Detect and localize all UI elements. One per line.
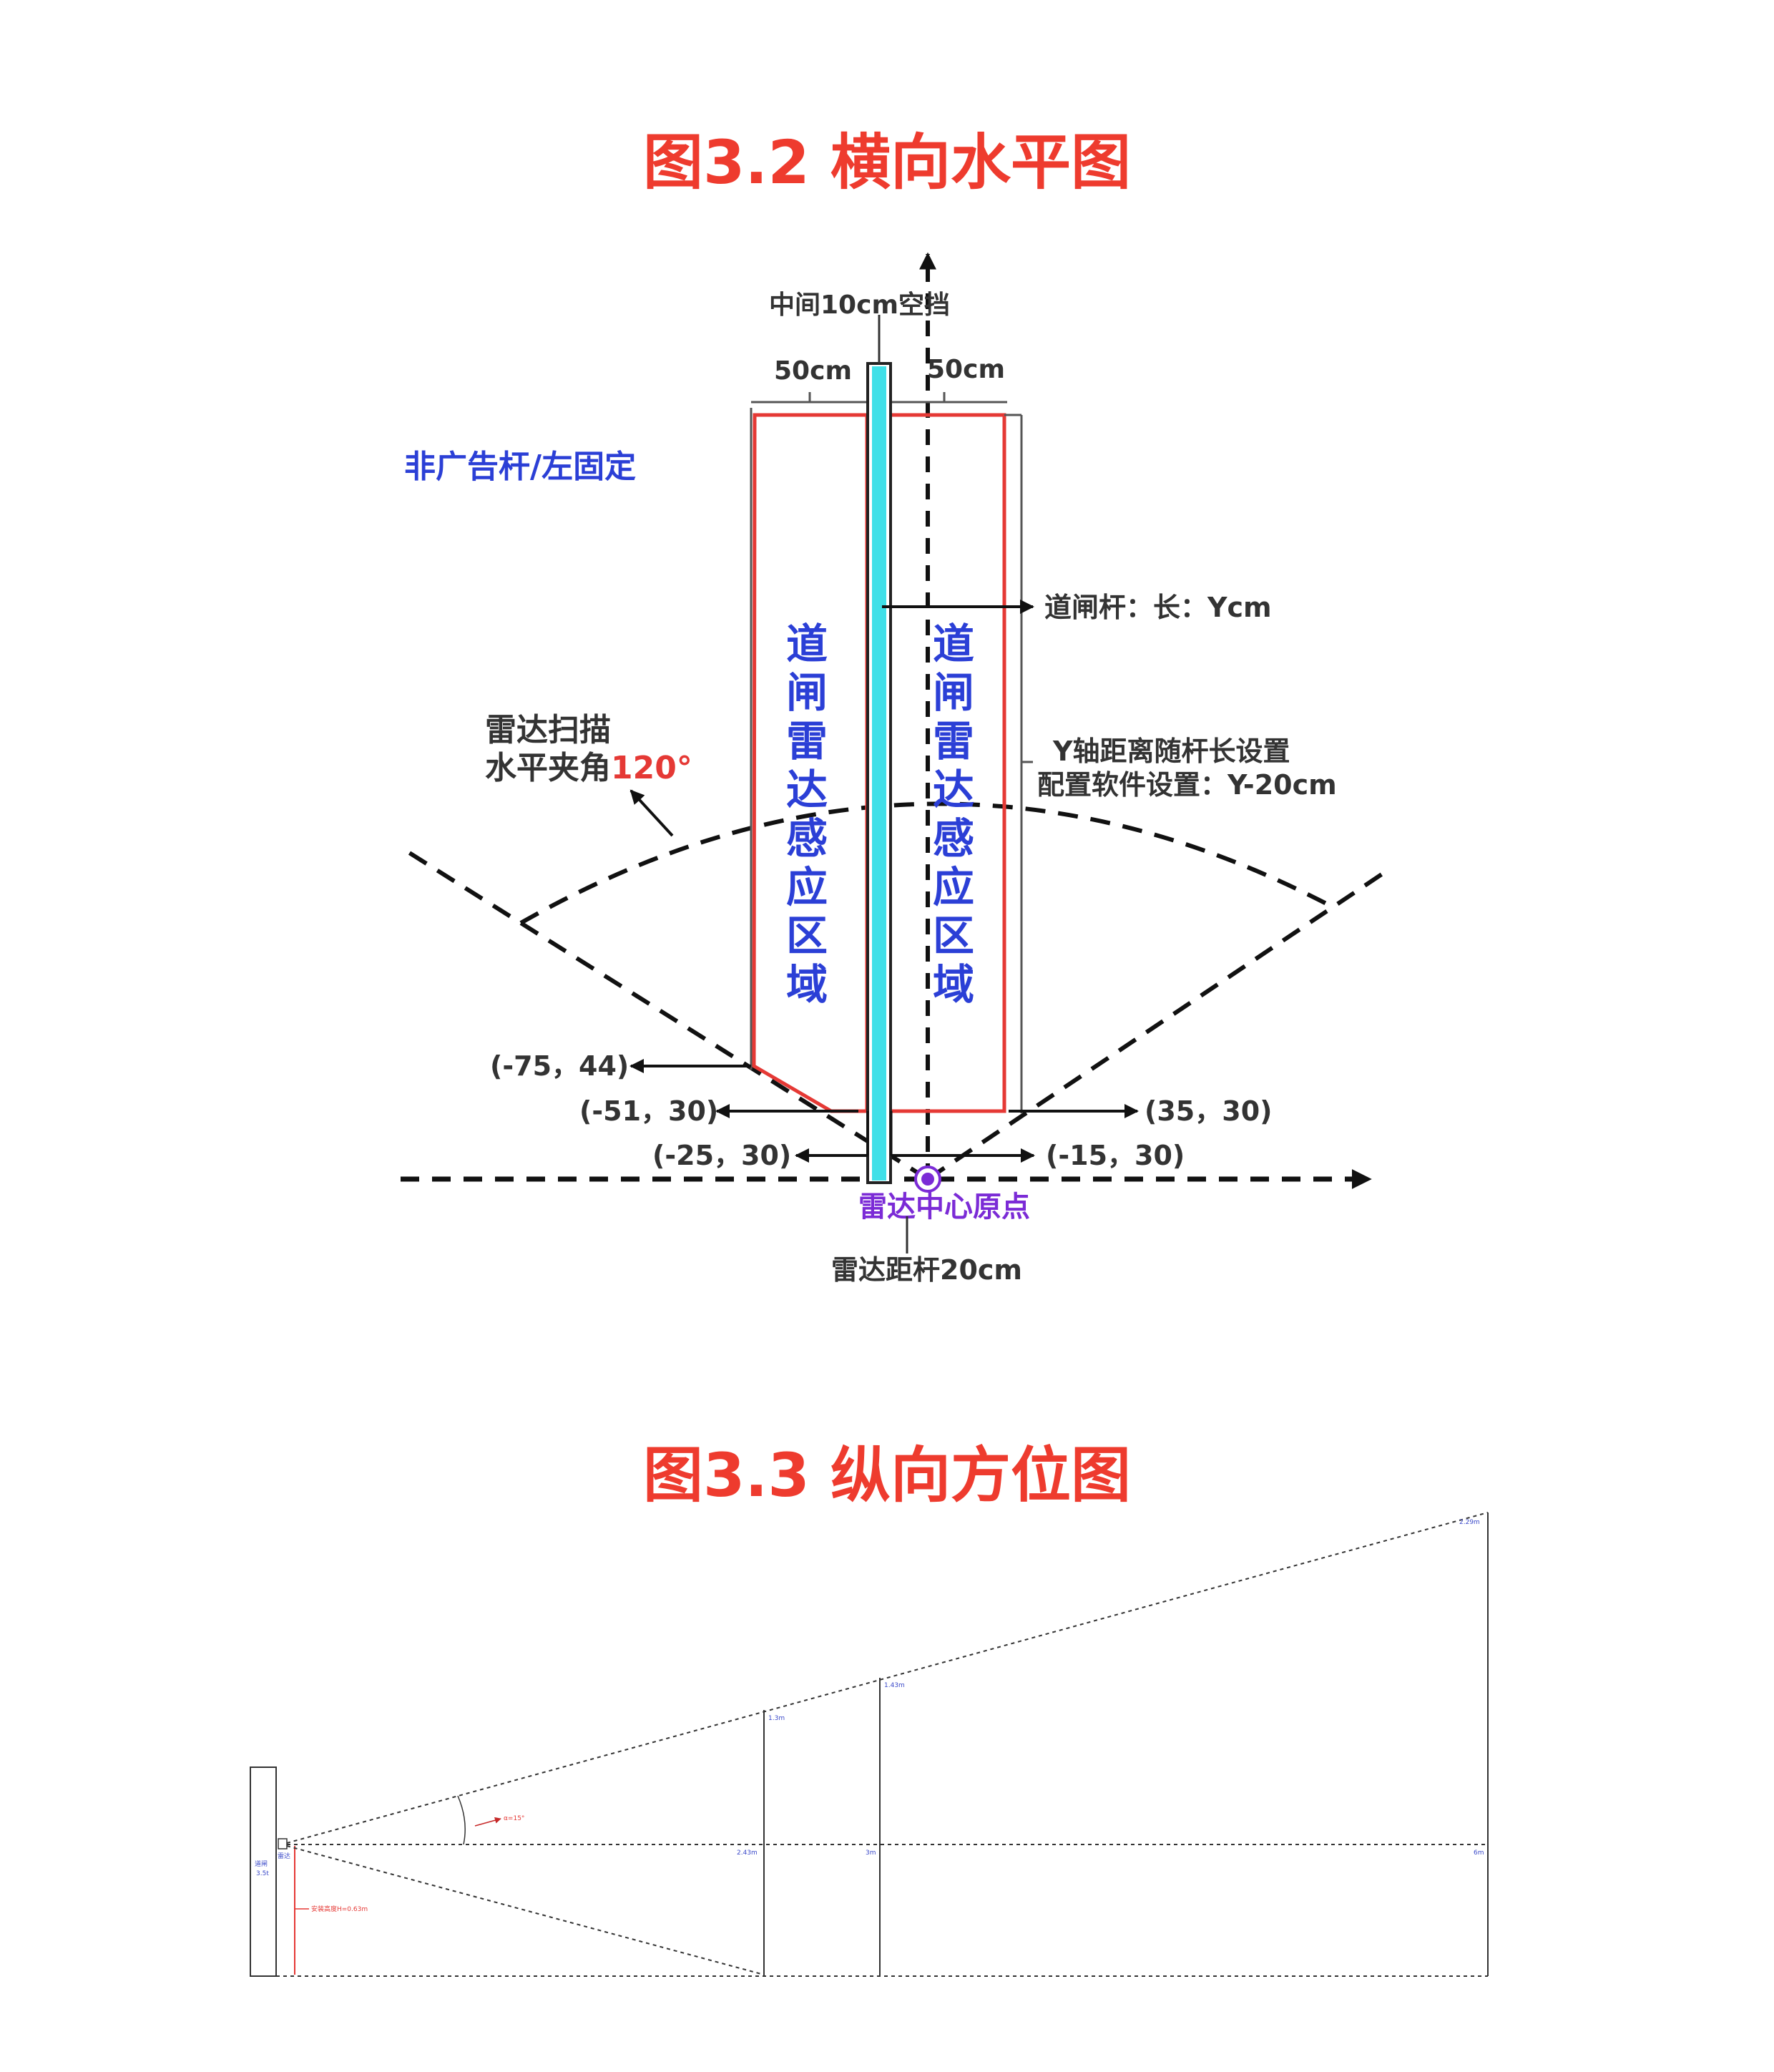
radar-box xyxy=(278,1838,288,1849)
distance-label-1: 2.43m xyxy=(737,1849,758,1857)
right-zone-char: 感 xyxy=(933,814,974,863)
figure-3-2-title: 图3.2 横向水平图 xyxy=(642,127,1132,197)
distance-label-3: 6m xyxy=(1474,1849,1484,1857)
coord-3-label: (-25，30) xyxy=(652,1140,791,1171)
scan-label-2-text: 水平夹角 xyxy=(485,750,611,786)
left-zone-char: 雷 xyxy=(786,717,828,766)
angle-arrow xyxy=(474,1817,501,1827)
height-label-3: 2.29m xyxy=(1459,1519,1480,1526)
right-zone-char: 区 xyxy=(933,912,974,960)
left-zone-char: 达 xyxy=(786,766,828,814)
coord-4-label: (35，30) xyxy=(1145,1095,1273,1127)
pole-label-2: 3.5t xyxy=(256,1870,269,1877)
pole-length-label: 道闸杆：长：Ycm xyxy=(1044,592,1272,623)
gate-pole xyxy=(250,1766,277,1977)
right-width-label: 50cm xyxy=(927,355,1005,384)
horizontal-diagram: 中间10cm空挡 50cm 50cm 非广告杆/左固定 道闸杆：长：Ycm Y轴… xyxy=(398,252,1391,1286)
gap-bar xyxy=(872,366,886,1181)
coord-5-label: (-15，30) xyxy=(1046,1140,1185,1171)
radar-origin-dot xyxy=(921,1173,934,1186)
left-zone-char: 应 xyxy=(786,863,828,912)
coord-1-label: (-75，44) xyxy=(490,1050,629,1082)
right-zone-char: 应 xyxy=(933,863,974,912)
angle-arc xyxy=(457,1795,466,1845)
distance-label-2: 3m xyxy=(866,1849,876,1857)
height-label-1: 1.3m xyxy=(768,1715,785,1722)
vertical-diagram: 道闸 3.5t 雷达 安装高度H=0.63m α=15° 1.3m 1.43m … xyxy=(250,1512,1489,1977)
scan-boundary-left xyxy=(398,844,929,1181)
scan-angle-value: 120° xyxy=(611,750,692,786)
offset-label: 雷达距杆20cm xyxy=(831,1254,1022,1286)
height-label-2: 1.43m xyxy=(884,1682,905,1689)
left-zone-text: 道 闸 雷 达 感 应 区 域 xyxy=(786,620,828,1009)
scan-label-1: 雷达扫描 xyxy=(485,712,611,748)
scan-label-2: 水平夹角120° xyxy=(485,750,692,786)
figure-3-3-title: 图3.3 纵向方位图 xyxy=(642,1440,1132,1510)
scan-angle-arrow xyxy=(629,789,674,837)
right-zone-char: 达 xyxy=(933,766,974,814)
angle-label: α=15° xyxy=(504,1815,524,1822)
radar-label: 雷达 xyxy=(278,1852,290,1860)
y-setting-label-1: Y轴距离随杆长设置 xyxy=(1052,736,1290,767)
beam-upper xyxy=(286,1512,1489,1844)
gap-label: 中间10cm空挡 xyxy=(769,290,950,320)
left-zone-char: 道 xyxy=(786,620,828,668)
right-zone-text: 道 闸 雷 达 感 应 区 域 xyxy=(933,620,974,1009)
install-height-label: 安装高度H=0.63m xyxy=(311,1905,368,1913)
right-zone-char: 雷 xyxy=(933,717,974,766)
y-setting-label-2: 配置软件设置：Y-20cm xyxy=(1037,769,1337,801)
left-zone-char: 域 xyxy=(786,960,828,1009)
right-zone-char: 道 xyxy=(933,620,974,668)
pole-label-1: 道闸 xyxy=(255,1860,268,1868)
left-zone-char: 感 xyxy=(786,814,828,863)
right-zone-char: 域 xyxy=(933,960,974,1009)
left-zone-char: 闸 xyxy=(786,668,828,717)
origin-label: 雷达中心原点 xyxy=(858,1191,1030,1223)
coord-2-label: (-51，30) xyxy=(579,1095,718,1127)
scan-arc xyxy=(519,801,1330,925)
mount-label: 非广告杆/左固定 xyxy=(404,449,636,485)
right-zone-char: 闸 xyxy=(933,668,974,717)
scan-boundary-right xyxy=(926,867,1391,1181)
left-zone-char: 区 xyxy=(786,912,828,960)
left-width-label: 50cm xyxy=(774,356,852,386)
